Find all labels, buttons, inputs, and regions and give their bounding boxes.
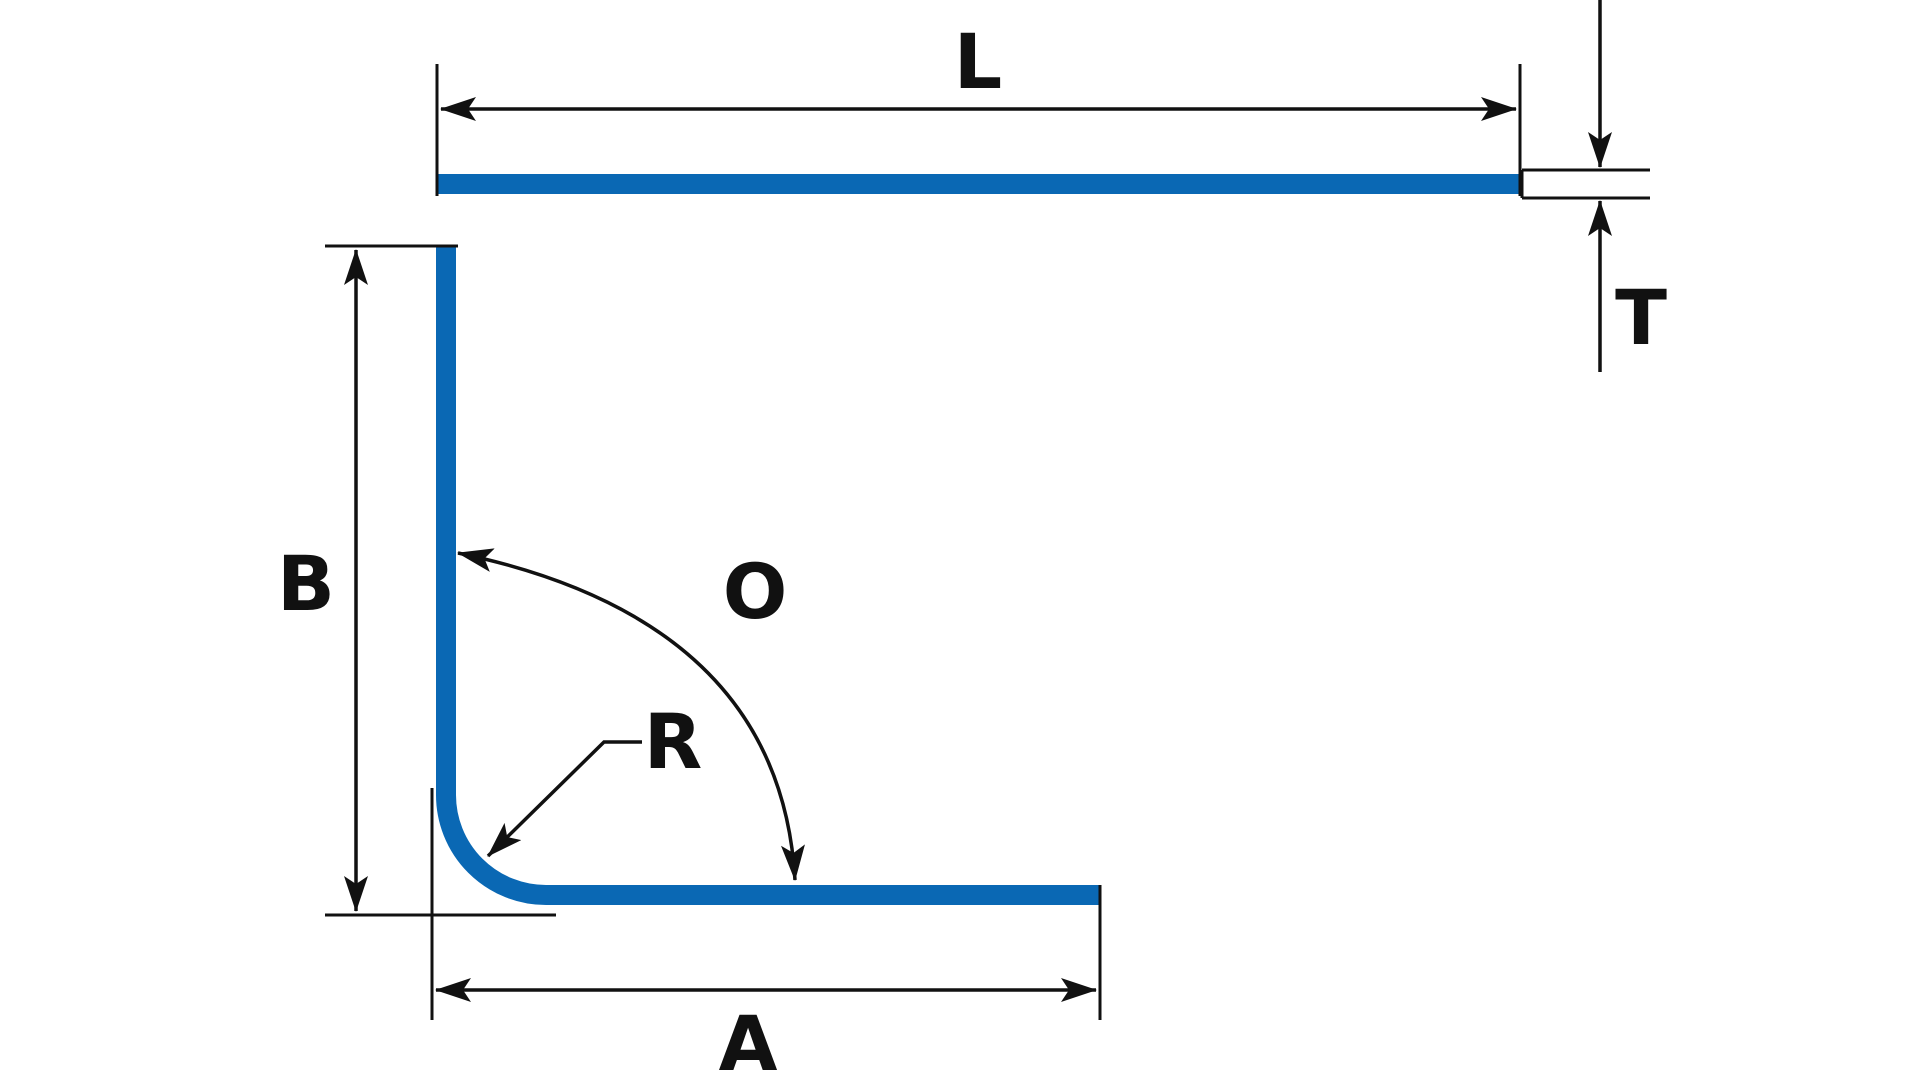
angle-label: O bbox=[723, 547, 788, 636]
thickness-label: T bbox=[1615, 273, 1667, 362]
leg-b-label: B bbox=[277, 539, 335, 628]
length-label: L bbox=[954, 17, 1002, 106]
flat-strip bbox=[436, 174, 1520, 194]
radius-leader-line bbox=[486, 740, 642, 858]
radius-label: R bbox=[644, 697, 703, 786]
leg-a-label: A bbox=[719, 999, 778, 1080]
angle-arc bbox=[457, 548, 805, 881]
